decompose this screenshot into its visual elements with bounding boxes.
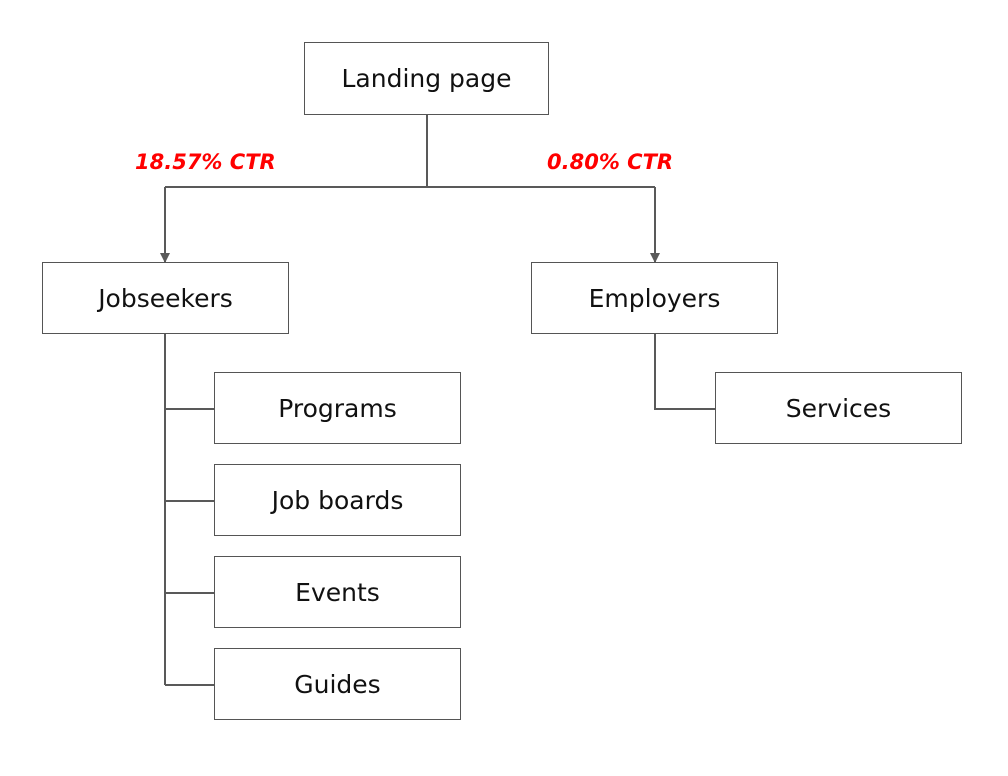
jobseekers-node: Jobseekers bbox=[42, 262, 289, 334]
jobseekers-ctr-label: 18.57% CTR bbox=[135, 150, 276, 174]
employers-node: Employers bbox=[531, 262, 778, 334]
services-node: Services bbox=[715, 372, 962, 444]
programs-node: Programs bbox=[214, 372, 461, 444]
events-node: Events bbox=[214, 556, 461, 628]
landing-page-node: Landing page bbox=[304, 42, 549, 115]
employers-branch-services bbox=[654, 334, 715, 410]
job-boards-node: Job boards bbox=[214, 464, 461, 536]
guides-node: Guides bbox=[214, 648, 461, 720]
employers-ctr-label: 0.80% CTR bbox=[547, 150, 674, 174]
